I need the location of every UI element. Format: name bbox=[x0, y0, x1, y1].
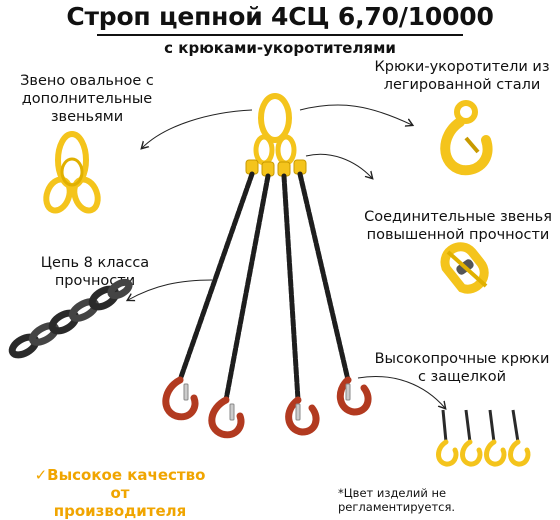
page-title: Строп цепной 4СЦ 6,70/10000 bbox=[66, 2, 494, 31]
oval-link-image bbox=[43, 131, 101, 214]
title-underline bbox=[97, 34, 463, 36]
chain-sample-image bbox=[8, 278, 133, 359]
sling-illustration bbox=[8, 93, 531, 467]
main-sling-image bbox=[162, 93, 372, 439]
callout-connecting-links: Соединительные звенья повышенной прочнос… bbox=[364, 209, 552, 243]
callout-oval-link: Звено овальное с дополнительные звеньями bbox=[20, 73, 154, 125]
arrow-to-connecting-links bbox=[305, 153, 372, 178]
page-subtitle: с крюками-укоротителями bbox=[164, 39, 396, 57]
arrow-to-shortening-hooks bbox=[299, 104, 412, 125]
arrow-to-oval-link bbox=[142, 109, 253, 148]
quality-line-2: производителя bbox=[53, 502, 187, 520]
quality-line-1: ✓Высокое качество от bbox=[34, 466, 206, 502]
arrow-to-chain-class bbox=[128, 279, 213, 300]
callout-safety-hooks: Высокопрочные крюки с защелкой bbox=[374, 351, 550, 385]
callout-shortening-hooks: Крюки-укоротители из легированной стали bbox=[374, 59, 550, 93]
small-hooks-image bbox=[436, 409, 531, 467]
arrow-to-safety-hooks bbox=[357, 376, 445, 408]
connecting-link-image bbox=[440, 242, 489, 294]
shortening-hook-image bbox=[440, 100, 493, 176]
